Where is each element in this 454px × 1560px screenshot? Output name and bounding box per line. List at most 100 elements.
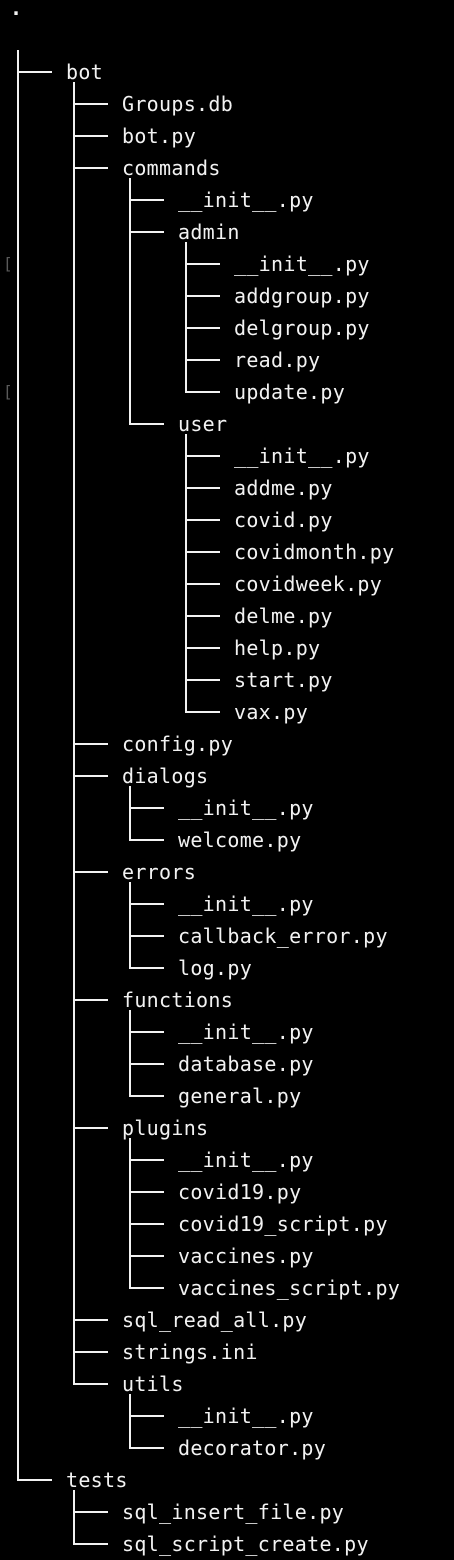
file-addgroup-py[interactable]: addgroup.py: [234, 284, 370, 308]
folder-errors[interactable]: errors: [122, 860, 197, 884]
tree-branch-connector: [74, 871, 108, 873]
folder-bot[interactable]: bot: [66, 60, 104, 84]
tree-vertical-connector: [17, 50, 19, 1481]
tree-branch-connector: [186, 711, 220, 713]
file-init-py[interactable]: __init__.py: [178, 1404, 314, 1428]
tree-vertical-connector: [73, 82, 75, 1385]
file-bot-py[interactable]: bot.py: [122, 124, 197, 148]
tree-branch-connector: [74, 775, 108, 777]
file-welcome-py[interactable]: welcome.py: [178, 828, 302, 852]
tree-branch-connector: [74, 1351, 108, 1353]
tree-vertical-connector: [129, 1010, 131, 1097]
file-sql-read-all-py[interactable]: sql_read_all.py: [122, 1308, 308, 1332]
folder-dialogs[interactable]: dialogs: [122, 764, 209, 788]
tree-branch-connector: [18, 71, 52, 73]
tree-branch-connector: [186, 583, 220, 585]
tree-branch-connector: [130, 1063, 164, 1065]
tree-branch-connector: [130, 199, 164, 201]
tree-branch-connector: [186, 359, 220, 361]
tree-branch-connector: [130, 1095, 164, 1097]
file-strings-ini[interactable]: strings.ini: [122, 1340, 258, 1364]
file-delme-py[interactable]: delme.py: [234, 604, 333, 628]
tree-branch-connector: [130, 1159, 164, 1161]
tree-branch-connector: [186, 519, 220, 521]
folder-tests[interactable]: tests: [66, 1468, 128, 1492]
file-help-py[interactable]: help.py: [234, 636, 321, 660]
folder-admin[interactable]: admin: [178, 220, 240, 244]
tree-branch-connector: [130, 1223, 164, 1225]
file-vaccines-script-py[interactable]: vaccines_script.py: [178, 1276, 401, 1300]
file-delgroup-py[interactable]: delgroup.py: [234, 316, 370, 340]
file-init-py[interactable]: __init__.py: [178, 892, 314, 916]
tree-branch-connector: [130, 1287, 164, 1289]
tree-branch-connector: [74, 999, 108, 1001]
tree-branch-connector: [130, 967, 164, 969]
tree-vertical-connector: [73, 1490, 75, 1545]
tree-branch-connector: [186, 263, 220, 265]
tree-branch-connector: [186, 455, 220, 457]
tree-branch-connector: [74, 167, 108, 169]
file-init-py[interactable]: __init__.py: [234, 444, 370, 468]
file-groups-db[interactable]: Groups.db: [122, 92, 234, 116]
tree-vertical-connector: [129, 1394, 131, 1449]
gutter-bracket-mark: [: [3, 382, 13, 401]
file-callback-error-py[interactable]: callback_error.py: [178, 924, 388, 948]
tree-vertical-connector: [129, 786, 131, 841]
tree-branch-connector: [130, 935, 164, 937]
file-start-py[interactable]: start.py: [234, 668, 333, 692]
folder-functions[interactable]: functions: [122, 988, 234, 1012]
file-decorator-py[interactable]: decorator.py: [178, 1436, 327, 1460]
tree-branch-connector: [186, 487, 220, 489]
tree-branch-connector: [186, 551, 220, 553]
tree-vertical-connector: [129, 1138, 131, 1289]
file-log-py[interactable]: log.py: [178, 956, 253, 980]
tree-branch-connector: [130, 1447, 164, 1449]
file-covidweek-py[interactable]: covidweek.py: [234, 572, 383, 596]
file-init-py[interactable]: __init__.py: [234, 252, 370, 276]
file-general-py[interactable]: general.py: [178, 1084, 302, 1108]
tree-branch-connector: [130, 1031, 164, 1033]
folder-user[interactable]: user: [178, 412, 228, 436]
tree-branch-connector: [186, 327, 220, 329]
tree-vertical-connector: [129, 882, 131, 969]
tree-branch-connector: [18, 1479, 52, 1481]
tree-branch-connector: [74, 1543, 108, 1545]
folder-commands[interactable]: commands: [122, 156, 221, 180]
file-init-py[interactable]: __init__.py: [178, 1020, 314, 1044]
file-covid19-py[interactable]: covid19.py: [178, 1180, 302, 1204]
tree-branch-connector: [130, 231, 164, 233]
gutter-bracket-mark: [: [3, 254, 13, 273]
tree-branch-connector: [74, 103, 108, 105]
file-init-py[interactable]: __init__.py: [178, 1148, 314, 1172]
file-covid-py[interactable]: covid.py: [234, 508, 333, 532]
tree-branch-connector: [186, 647, 220, 649]
tree-branch-connector: [130, 807, 164, 809]
file-read-py[interactable]: read.py: [234, 348, 321, 372]
tree-vertical-connector: [185, 242, 187, 393]
tree-branch-connector: [186, 295, 220, 297]
file-sql-insert-file-py[interactable]: sql_insert_file.py: [122, 1500, 345, 1524]
file-database-py[interactable]: database.py: [178, 1052, 314, 1076]
folder-utils[interactable]: utils: [122, 1372, 184, 1396]
tree-branch-connector: [130, 1415, 164, 1417]
file-covidmonth-py[interactable]: covidmonth.py: [234, 540, 395, 564]
file-update-py[interactable]: update.py: [234, 380, 346, 404]
tree-branch-connector: [130, 839, 164, 841]
file-addme-py[interactable]: addme.py: [234, 476, 333, 500]
tree-vertical-connector: [185, 434, 187, 713]
file-vax-py[interactable]: vax.py: [234, 700, 309, 724]
file-covid19-script-py[interactable]: covid19_script.py: [178, 1212, 388, 1236]
tree-branch-connector: [186, 679, 220, 681]
file-init-py[interactable]: __init__.py: [178, 796, 314, 820]
tree-branch-connector: [186, 391, 220, 393]
tree-branch-connector: [186, 615, 220, 617]
file-vaccines-py[interactable]: vaccines.py: [178, 1244, 314, 1268]
tree-branch-connector: [74, 743, 108, 745]
folder-plugins[interactable]: plugins: [122, 1116, 209, 1140]
tree-branch-connector: [130, 1255, 164, 1257]
file-sql-script-create-py[interactable]: sql_script_create.py: [122, 1532, 369, 1556]
file-config-py[interactable]: config.py: [122, 732, 234, 756]
tree-branch-connector: [74, 1511, 108, 1513]
file-init-py[interactable]: __init__.py: [178, 188, 314, 212]
